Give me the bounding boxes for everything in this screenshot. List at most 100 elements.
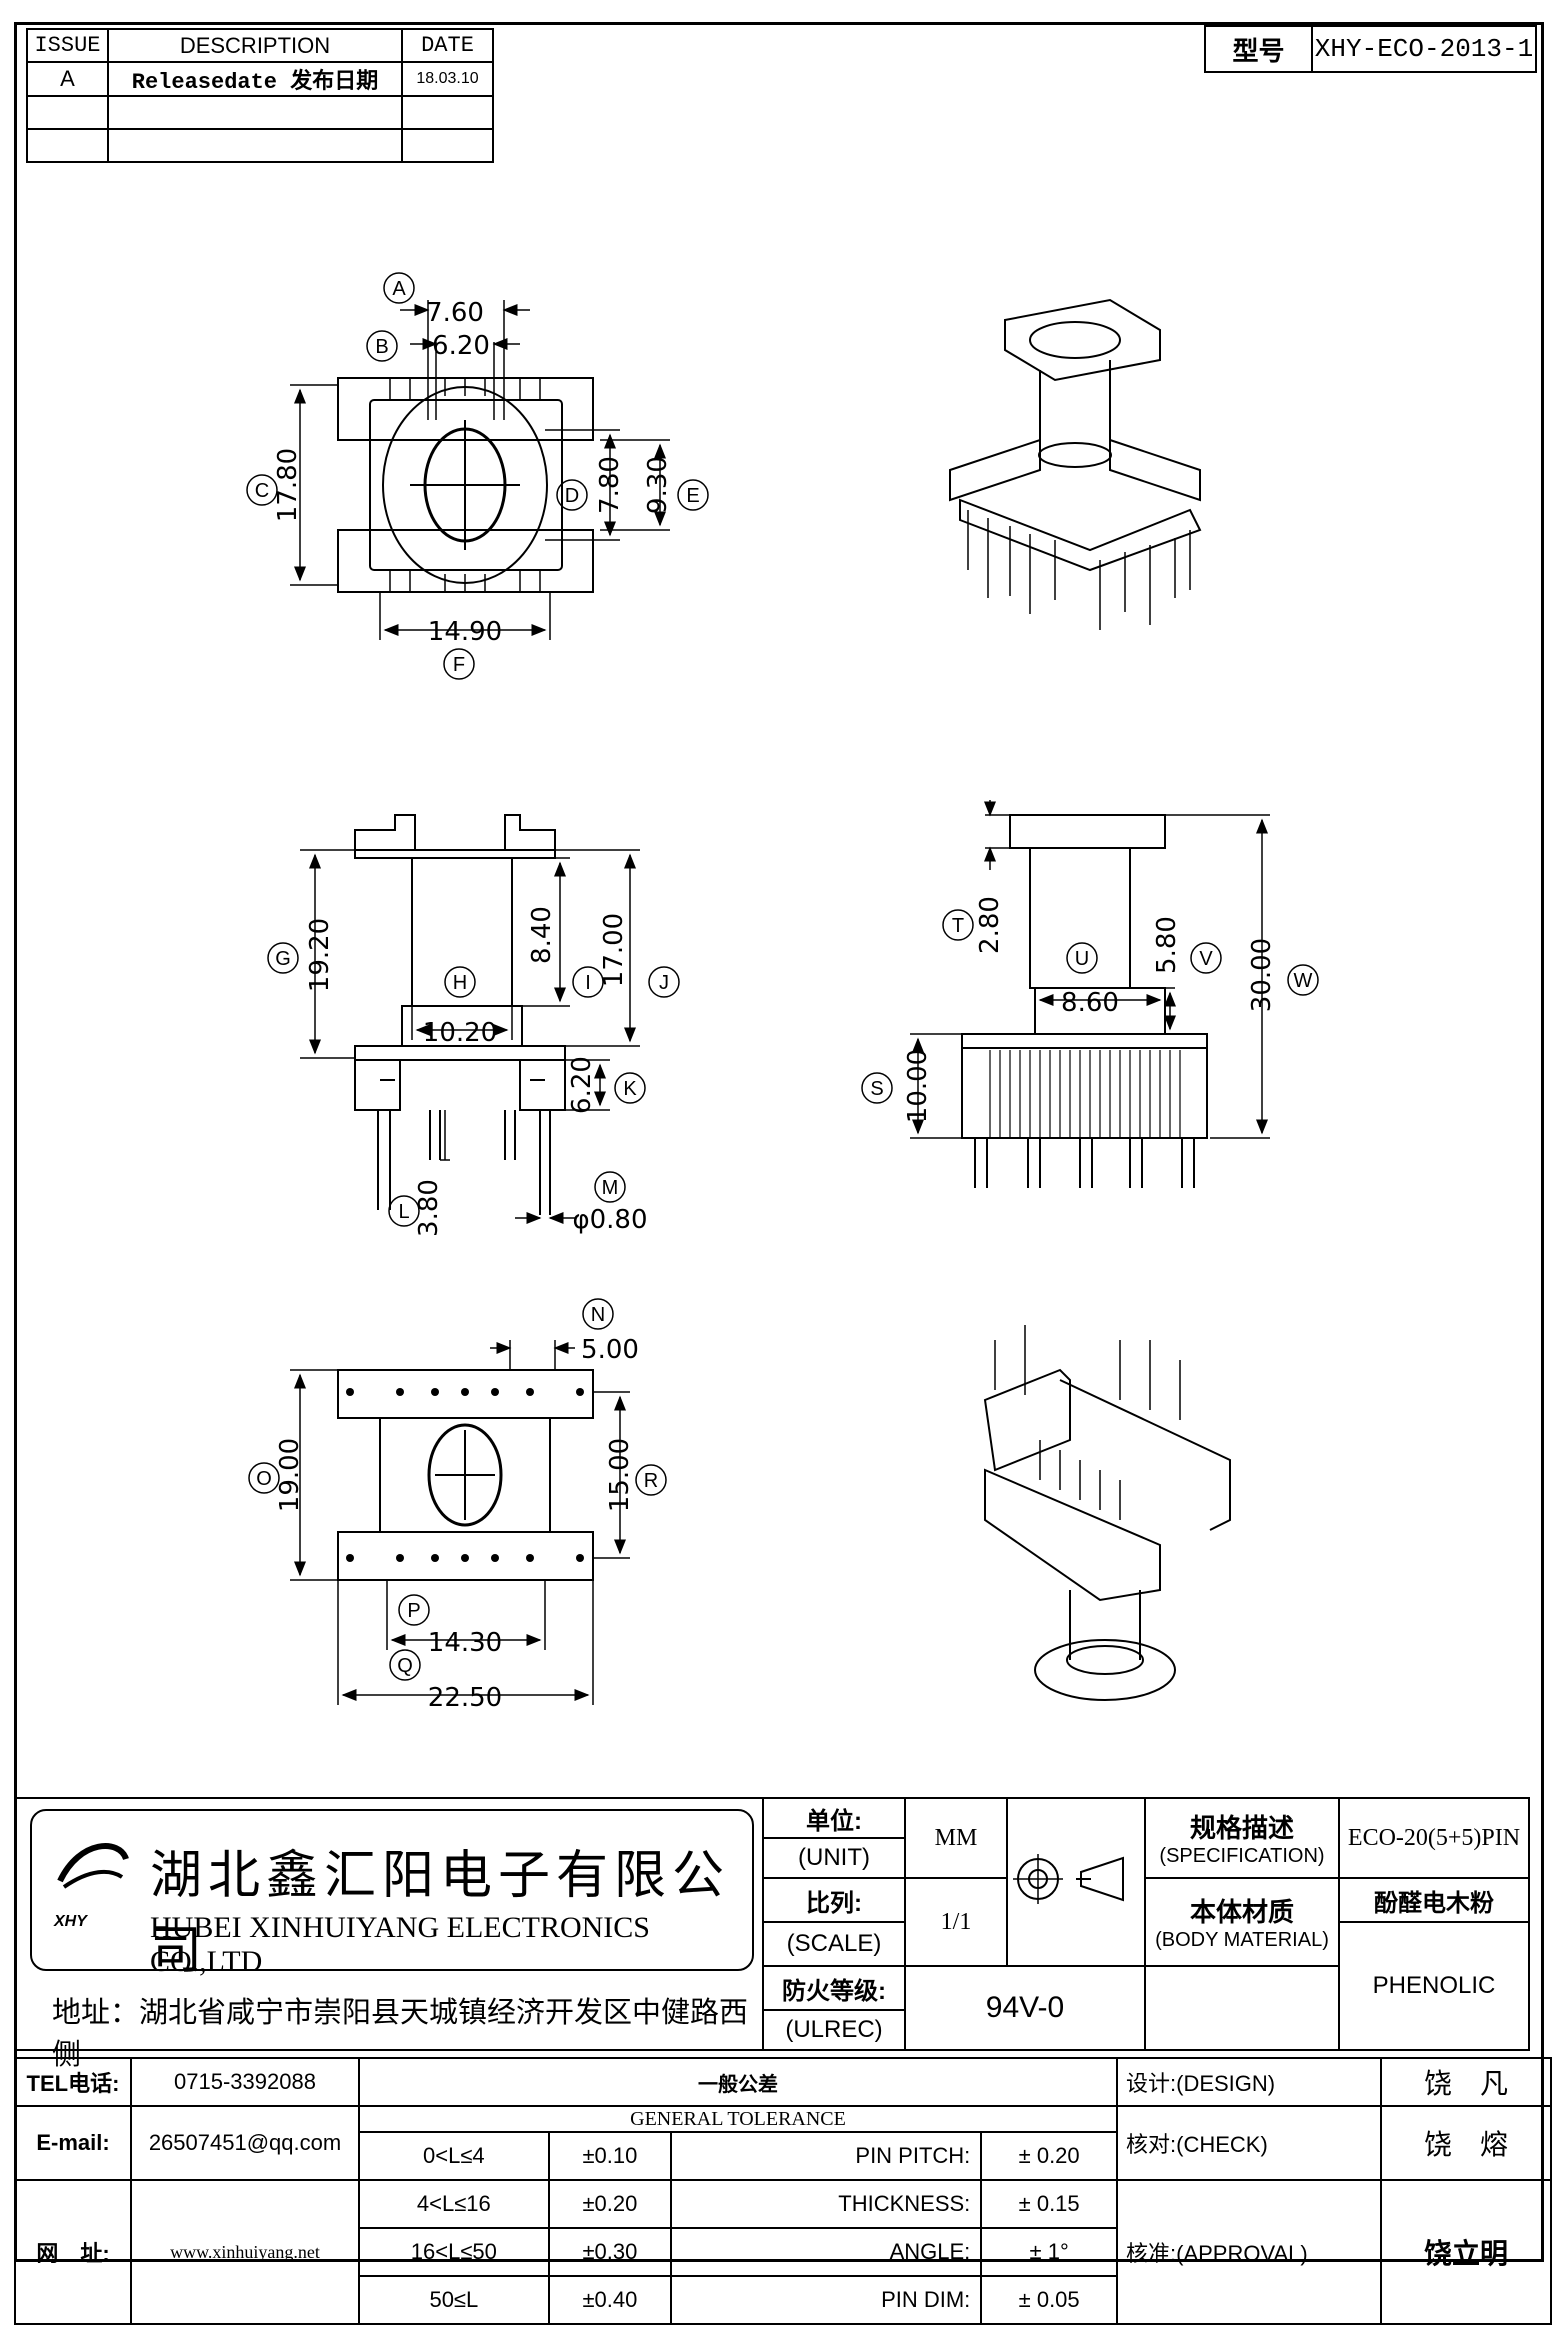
tol-range-value: ±0.10 <box>547 2131 673 2181</box>
scale-label-en: (SCALE) <box>762 1921 906 1967</box>
front-view: 2.80 8.60 5.80 30.00 10.00 S T U V W <box>861 800 1319 1188</box>
dim-n: 5.00 <box>581 1335 639 1365</box>
dim-m: φ0.80 <box>572 1205 647 1235</box>
marker-g: G <box>275 948 291 970</box>
tol-other-name: PIN PITCH: <box>670 2131 983 2181</box>
spec-label-en: (SPECIFICATION) <box>1159 1845 1325 1867</box>
marker-t: T <box>952 915 964 937</box>
tol-other-value: ± 0.20 <box>980 2131 1118 2181</box>
dim-e: 9.30 <box>643 456 673 514</box>
rev-description <box>107 128 403 163</box>
model-label: 型号 <box>1204 25 1313 73</box>
company-name-en: HUBEI XINHUIYANG ELECTRONICS CO.,LTD <box>150 1911 650 1978</box>
dim-w: 30.00 <box>1247 938 1277 1012</box>
top-view: 7.60 6.20 17.80 7.80 9.30 14.90 A B C D … <box>246 272 709 680</box>
rev-header-issue: ISSUE <box>26 28 109 63</box>
marker-n: N <box>591 1304 605 1326</box>
rev-issue <box>26 95 109 130</box>
rev-description <box>107 95 403 130</box>
dim-g: 19.20 <box>305 918 335 992</box>
tol-range-row: 0<L≤4 <box>358 2131 550 2181</box>
material-value-cn: 酚醛电木粉 <box>1338 1877 1530 1923</box>
projection-symbol <box>1006 1797 1146 1967</box>
check-name: 饶 熔 <box>1380 2105 1552 2181</box>
model-box: 型号 XHY-ECO-2013-1 <box>1204 25 1537 73</box>
tol-other-value: ± 1° <box>980 2227 1118 2277</box>
rev-header-description: DESCRIPTION <box>107 28 403 63</box>
email-value: 26507451@qq.com <box>130 2105 360 2181</box>
material-label: 本体材质 (BODY MATERIAL) <box>1144 1877 1340 1967</box>
dim-q: 22.50 <box>428 1683 502 1713</box>
tol-range-value: ±0.20 <box>547 2179 673 2229</box>
tel-value: 0715-3392088 <box>130 2057 360 2107</box>
tol-other-value: ± 0.15 <box>980 2179 1118 2229</box>
spec-label-cn: 规格描述 <box>1189 1813 1294 1843</box>
marker-f: F <box>453 654 465 676</box>
dim-o: 19.00 <box>275 1438 305 1512</box>
scale-label-cn: 比列: <box>762 1877 906 1923</box>
dim-r: 15.00 <box>605 1438 635 1512</box>
ul-label-cn: 防火等级: <box>762 1965 906 2011</box>
technical-drawing: 7.60 6.20 17.80 7.80 9.30 14.90 A B C D … <box>246 272 1319 1713</box>
marker-w: W <box>1294 970 1313 992</box>
marker-k: K <box>623 1078 637 1100</box>
marker-s: S <box>870 1078 883 1100</box>
web-value: www.xinhuiyang.net <box>130 2179 360 2325</box>
dim-k: 6.20 <box>567 1056 597 1114</box>
tol-other-value: ± 0.05 <box>980 2275 1118 2325</box>
dim-b: 6.20 <box>432 331 490 361</box>
iso-view-top <box>949 298 1202 630</box>
dim-f: 14.90 <box>428 617 502 647</box>
ul-label-en: (ULREC) <box>762 2009 906 2051</box>
web-label: 网 址: <box>14 2179 132 2325</box>
dim-h: 10.20 <box>423 1018 497 1048</box>
rev-date <box>401 95 494 130</box>
design-label: 设计:(DESIGN) <box>1116 2057 1382 2107</box>
spec-label: 规格描述 (SPECIFICATION) <box>1144 1797 1340 1879</box>
dim-v: 5.80 <box>1152 916 1182 974</box>
tol-range-value: ±0.30 <box>547 2227 673 2277</box>
unit-value: MM <box>904 1797 1008 1879</box>
tol-other-name: THICKNESS: <box>670 2179 983 2229</box>
marker-a: A <box>392 278 406 300</box>
rev-date <box>401 128 494 163</box>
rev-issue <box>26 128 109 163</box>
check-label: 核对:(CHECK) <box>1116 2105 1382 2181</box>
design-name: 饶 凡 <box>1380 2057 1552 2107</box>
company-logo <box>57 1843 129 1889</box>
marker-r: R <box>644 1470 658 1492</box>
material-value-en: PHENOLIC <box>1338 1921 1530 2051</box>
dim-t: 2.80 <box>975 896 1005 954</box>
tol-range-row: 16<L≤50 <box>358 2227 550 2277</box>
rev-header-date: DATE <box>401 28 494 63</box>
marker-p: P <box>407 1600 420 1622</box>
dim-d: 7.80 <box>595 456 625 514</box>
ul-value: 94V-0 <box>904 1965 1146 2051</box>
rev-issue: A <box>26 61 109 97</box>
first-angle-projection-icon <box>1013 1853 1124 1904</box>
dim-p: 14.30 <box>428 1628 502 1658</box>
tel-label: TEL电话: <box>14 2057 132 2107</box>
dim-i: 8.40 <box>527 906 557 964</box>
marker-v: V <box>1199 948 1213 970</box>
material-label-en: (BODY MATERIAL) <box>1155 1929 1329 1951</box>
marker-d: D <box>565 485 579 507</box>
tol-range-row: 50≤L <box>358 2275 550 2325</box>
marker-o: O <box>256 1468 272 1490</box>
spec-value: ECO-20(5+5)PIN <box>1338 1797 1530 1879</box>
marker-c: C <box>255 480 269 502</box>
company-banner: XHY 湖北鑫汇阳电子有限公司 HUBEI XINHUIYANG ELECTRO… <box>30 1809 754 1981</box>
marker-b: B <box>375 336 388 358</box>
marker-j: J <box>659 972 669 994</box>
unit-label-en: (UNIT) <box>762 1837 906 1879</box>
company-cell: XHY 湖北鑫汇阳电子有限公司 HUBEI XINHUIYANG ELECTRO… <box>14 1797 764 2071</box>
marker-i: I <box>585 972 591 994</box>
logo-text: XHY <box>54 1913 87 1930</box>
marker-u: U <box>1075 948 1089 970</box>
bottom-view: 5.00 19.00 15.00 14.30 22.50 N O R P Q <box>248 1298 667 1713</box>
marker-h: H <box>453 972 467 994</box>
side-view: 19.20 10.20 8.40 17.00 6.20 3.80 φ0.80 G… <box>267 814 680 1237</box>
rev-description: Releasedate 发布日期 <box>107 61 403 97</box>
tolerance-title-en: GENERAL TOLERANCE <box>358 2105 1118 2133</box>
dim-a: 7.60 <box>426 298 484 328</box>
